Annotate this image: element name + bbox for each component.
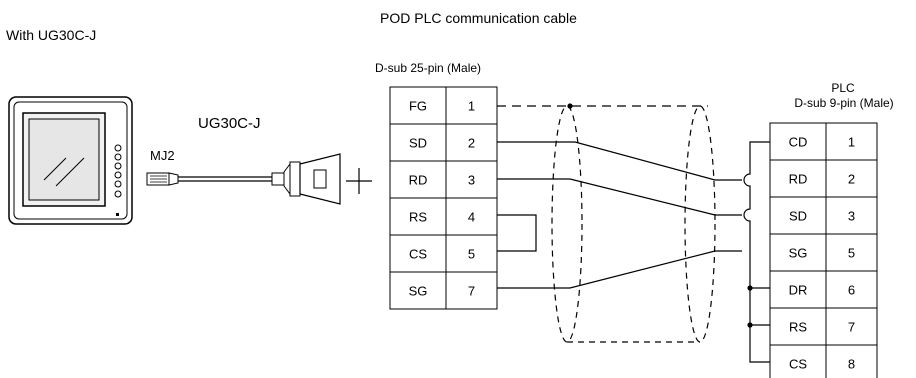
right-pin-signal-name: RD <box>789 172 808 187</box>
right-pin-signal-name: DR <box>789 283 808 298</box>
mj2-label: MJ2 <box>150 148 175 163</box>
signal-wires <box>497 141 770 363</box>
cable-name: UG30C-J <box>198 115 261 132</box>
right-pin-signal-cell <box>769 159 827 198</box>
wire-sg-to-sg <box>497 250 742 289</box>
wire-rd-to-sd <box>497 178 742 216</box>
right-pin-pin-cell <box>825 307 878 346</box>
left-pin-signal-name: FG <box>409 99 427 114</box>
left-pin-pin-number: 3 <box>468 173 475 188</box>
right-pin-pin-cell <box>825 270 878 309</box>
left-pin-signal-cell <box>389 86 447 125</box>
right-pin-pin-number: 1 <box>848 135 855 150</box>
right-pin-signal-cell <box>769 270 827 309</box>
right-pin-signal-cell <box>769 233 827 272</box>
fg-shield-wire <box>497 103 708 109</box>
left-pin-signal-name: SG <box>409 284 428 299</box>
right-connector-table: CD 1RD 2SD 3SG 5DR 6RS 7CS 8 <box>769 122 878 378</box>
right-pin-signal-cell <box>769 196 827 235</box>
plus-icon <box>346 168 372 194</box>
left-connector-table: FG 1SD 2RD 3RS 4CS 5SG 7 <box>389 86 498 310</box>
left-pin-pin-number: 4 <box>468 210 475 225</box>
left-pin-signal-name: RD <box>409 173 428 188</box>
touch-panel-icon <box>8 96 133 225</box>
right-pin-signal-cell <box>769 122 827 161</box>
wire-rs-cs-loop <box>497 214 537 252</box>
left-connector-caption: D-sub 25-pin (Male) <box>375 61 481 75</box>
right-connector-caption: D-sub 9-pin (Male) <box>794 96 893 110</box>
left-pin-signal-name: RS <box>409 210 427 225</box>
right-pin-signal-name: SG <box>789 246 808 261</box>
right-pin-pin-number: 8 <box>848 357 855 372</box>
plc-caption: PLC <box>831 81 855 95</box>
page-title: POD PLC communication cable <box>380 10 577 26</box>
left-pin-signal-cell <box>389 197 447 236</box>
left-pin-pin-number: 5 <box>468 247 475 262</box>
right-pin-pin-number: 5 <box>848 246 855 261</box>
cable-line <box>178 176 272 182</box>
modular-plug-icon <box>146 172 179 186</box>
left-pin-pin-cell <box>445 197 498 236</box>
right-pin-pin-number: 3 <box>848 209 855 224</box>
left-pin-signal-cell <box>389 271 447 310</box>
left-pin-pin-number: 7 <box>468 284 475 299</box>
right-pin-pin-number: 6 <box>848 283 855 298</box>
right-pin-pin-cell <box>825 159 878 198</box>
cable-shield <box>551 105 716 343</box>
right-pin-signal-name: CS <box>789 357 807 372</box>
left-pin-pin-number: 1 <box>468 99 475 114</box>
left-pin-pin-cell <box>445 271 498 310</box>
left-pin-pin-cell <box>445 123 498 162</box>
right-pin-signal-name: RS <box>789 320 807 335</box>
left-pin-signal-name: SD <box>409 136 427 151</box>
right-pin-pin-number: 7 <box>848 320 855 335</box>
left-pin-pin-cell <box>445 160 498 199</box>
dsub-connector-icon <box>271 153 341 205</box>
left-pin-signal-name: CS <box>409 247 427 262</box>
left-pin-pin-number: 2 <box>468 136 475 151</box>
junction-dots <box>747 285 753 328</box>
right-pin-pin-cell <box>825 233 878 272</box>
right-pin-signal-name: SD <box>789 209 807 224</box>
right-pin-signal-cell <box>769 307 827 346</box>
right-pin-pin-number: 2 <box>848 172 855 187</box>
wire-sd-to-rd <box>497 141 742 181</box>
wire-dr-rs-cs-bus <box>749 251 770 363</box>
right-pin-signal-name: CD <box>789 135 808 150</box>
subtitle: With UG30C-J <box>6 27 96 43</box>
right-pin-pin-cell <box>825 122 878 161</box>
wire-cd-bridge <box>743 141 770 251</box>
right-pin-pin-cell <box>825 344 878 378</box>
